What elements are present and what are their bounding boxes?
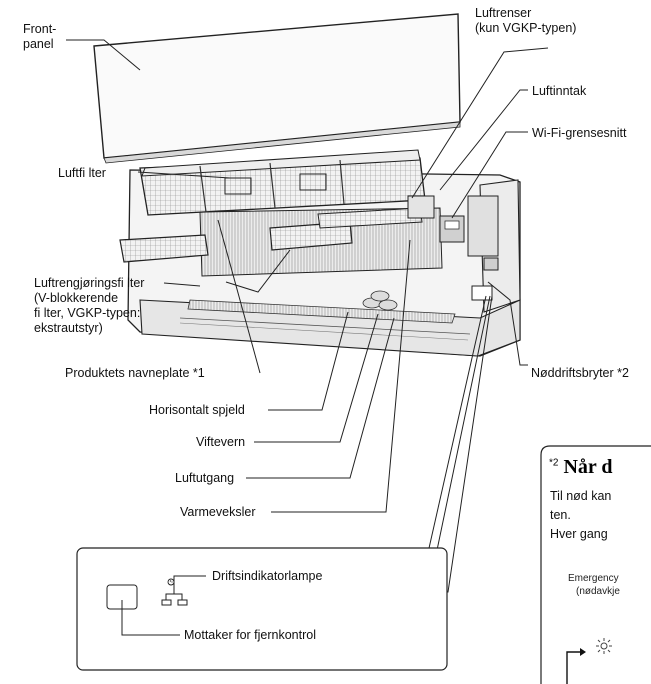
- fan-guard-shape: [362, 290, 398, 311]
- label-remote-receiver: Mottaker for fjernkontrol: [184, 628, 316, 642]
- label-indicator-lamp: Driftsindikatorlampe: [212, 569, 323, 583]
- label-air-purifier-line1: Luftrenser: [475, 6, 532, 20]
- label-air-purifier: Luftrenser (kun VGKP-typen): [475, 6, 576, 36]
- label-cleaning-filter-line2: (V-blokkerende: [34, 291, 119, 305]
- label-cleaning-filter-line4: ekstrautstyr): [34, 321, 103, 335]
- label-cleaning-filter-line1: Luftrengjøringsfi lter: [34, 276, 145, 290]
- air-filter-shape: [139, 149, 426, 216]
- note-emergency-line1: Emergency: [568, 573, 619, 584]
- air-purifier-shape: [317, 195, 435, 229]
- note-heading-mark: *2: [549, 457, 559, 469]
- note-heading: *2 Når d: [549, 456, 613, 479]
- label-front-panel: Front- panel: [23, 22, 56, 52]
- label-horizontal-flap: Horisontalt spjeld: [149, 403, 245, 417]
- note-line-2: ten.: [550, 508, 571, 522]
- label-nameplate: Produktets navneplate *1: [65, 366, 205, 380]
- label-wifi-interface: Wi-Fi-grensesnitt: [532, 126, 627, 140]
- label-air-purifier-line2: (kun VGKP-typen): [475, 21, 577, 35]
- label-cleaning-filter-line3: fi lter, VGKP-typen:: [34, 306, 141, 320]
- label-front-panel-line1: Front-: [23, 22, 57, 36]
- note-emergency-line2: (nødavkje: [576, 586, 620, 597]
- label-air-inlet: Luftinntak: [532, 84, 587, 98]
- sun-icon: [596, 638, 612, 654]
- label-emergency-switch: Nøddriftsbryter *2: [531, 366, 629, 380]
- front-panel-shape: [93, 13, 461, 164]
- label-air-outlet: Luftutgang: [175, 471, 235, 485]
- label-front-panel-line2: panel: [23, 37, 54, 51]
- lamp-icon: [161, 575, 206, 606]
- cleaning-filter-shape: [119, 221, 353, 263]
- note-box: [540, 445, 651, 684]
- note-heading-text: Når d: [563, 456, 613, 478]
- label-cleaning-filter: Luftrengjøringsfi lter (V-blokkerende fi…: [34, 276, 144, 336]
- label-fan-guard: Viftevern: [196, 435, 246, 449]
- label-heat-exchanger: Varmeveksler: [180, 505, 256, 519]
- label-air-filter: Luftfi lter: [58, 166, 106, 180]
- detail-box: [76, 547, 448, 671]
- wifi-interface-shape: [439, 195, 499, 271]
- note-line-3: Hver gang: [550, 527, 608, 541]
- note-line-1: Til nød kan: [550, 489, 612, 503]
- arrow-icon: [566, 648, 586, 684]
